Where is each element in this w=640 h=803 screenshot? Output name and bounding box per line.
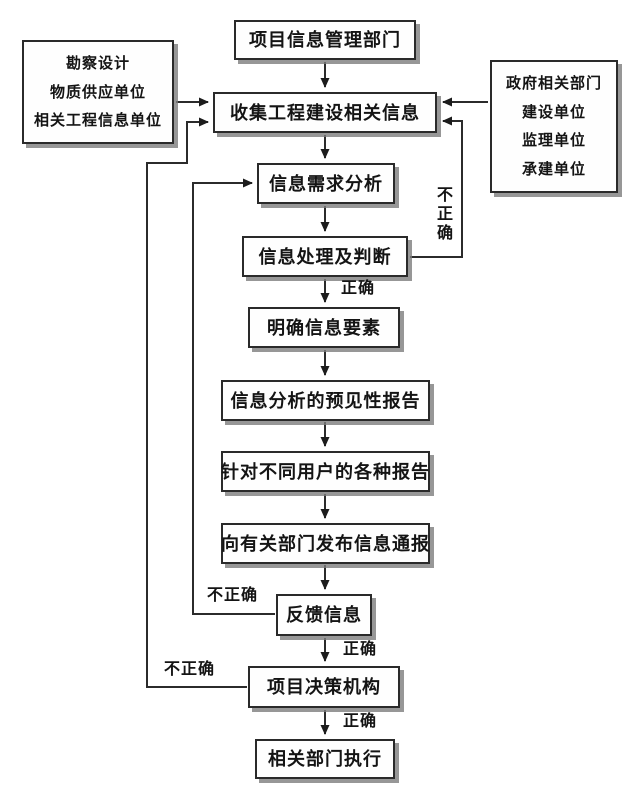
node-publish-notice: 向有关部门发布信息通报 — [221, 523, 430, 564]
node-feedback: 反馈信息 — [276, 594, 372, 636]
node-dept-execute: 相关部门执行 — [255, 739, 395, 779]
node-dept-execute-label: 相关部门执行 — [268, 749, 382, 769]
edge-label-incorrect-feedback-loop: 不正确 — [207, 587, 259, 604]
node-user-reports-label: 针对不同用户的各种报告 — [221, 461, 430, 482]
node-process-judge-label: 信息处理及判断 — [258, 246, 392, 267]
node-publish-notice-label: 向有关部门发布信息通报 — [221, 533, 430, 554]
node-management-dept-label: 项目信息管理部门 — [249, 30, 401, 50]
right-source-contractor-unit: 承建单位 — [521, 161, 586, 179]
edge-label-correct-after-decision: 正确 — [343, 713, 378, 730]
node-clarify-elements: 明确信息要素 — [248, 307, 400, 348]
node-demand-analysis: 信息需求分析 — [257, 163, 395, 204]
edge-label-incorrect-decision-loop: 不正确 — [164, 661, 216, 678]
node-collect-info: 收集工程建设相关信息 — [213, 92, 437, 133]
node-forecast-report: 信息分析的预见性报告 — [221, 380, 430, 421]
node-process-judge: 信息处理及判断 — [242, 236, 408, 277]
left-source-material-supply: 物质供应单位 — [49, 83, 146, 101]
left-source-survey-design: 勘察设计 — [65, 54, 130, 72]
node-clarify-elements-label: 明确信息要素 — [267, 317, 381, 338]
edge-label-incorrect-judge-loop: 不正确 — [434, 186, 451, 243]
edge-label-correct-after-feedback: 正确 — [343, 641, 378, 658]
node-right-sources: 政府相关部门 建设单位 监理单位 承建单位 — [490, 60, 618, 193]
edge-label-correct-after-judge: 正确 — [341, 280, 376, 297]
node-collect-info-label: 收集工程建设相关信息 — [230, 102, 420, 123]
right-source-construction-unit: 建设单位 — [521, 103, 586, 121]
node-management-dept: 项目信息管理部门 — [234, 20, 416, 60]
node-user-reports: 针对不同用户的各种报告 — [221, 451, 430, 492]
right-source-supervision-unit: 监理单位 — [521, 132, 586, 150]
node-demand-analysis-label: 信息需求分析 — [269, 173, 383, 194]
node-decision-body: 项目决策机构 — [248, 666, 400, 708]
node-left-sources: 勘察设计 物质供应单位 相关工程信息单位 — [22, 40, 174, 144]
right-source-government: 政府相关部门 — [505, 74, 602, 92]
node-feedback-label: 反馈信息 — [286, 605, 362, 625]
left-source-related-info-units: 相关工程信息单位 — [33, 112, 162, 130]
node-forecast-report-label: 信息分析的预见性报告 — [230, 390, 421, 411]
node-decision-body-label: 项目决策机构 — [267, 677, 381, 697]
